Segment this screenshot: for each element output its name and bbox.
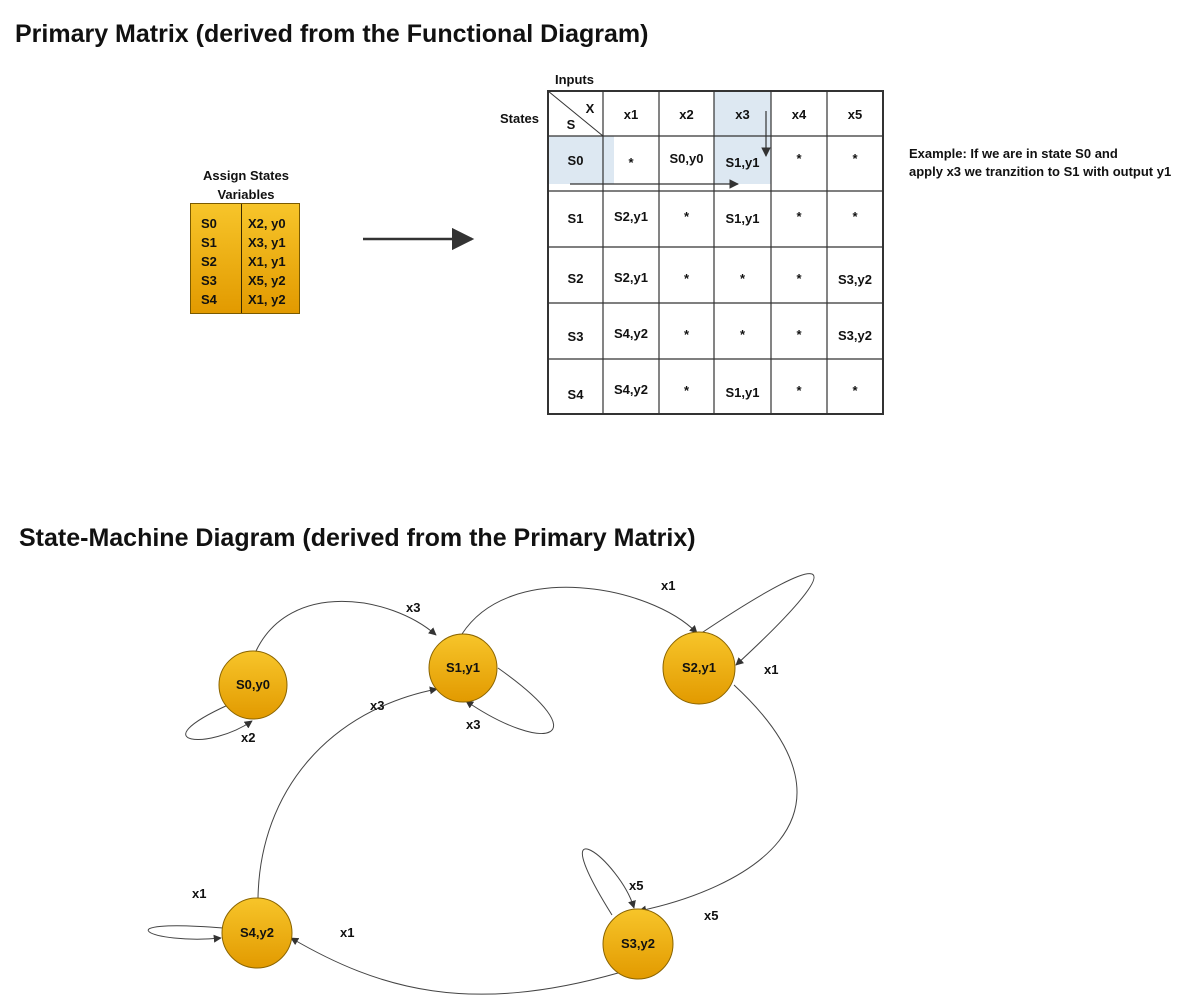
- assign-state: S1: [201, 235, 217, 250]
- edge-s2-self: [699, 573, 815, 666]
- assign-state: S2: [201, 254, 217, 269]
- matrix-cell: *: [683, 271, 690, 286]
- edge-label-s1-self: x3: [466, 717, 481, 732]
- edge-s3-s4: [290, 937, 619, 995]
- assign-divider: [241, 204, 242, 313]
- corner-x: X: [585, 101, 595, 116]
- edge-label-s3-self: x5: [629, 878, 644, 893]
- matrix-cell: *: [796, 327, 802, 342]
- assign-states-table: S0 X2, y0 S1 X3, y1 S2 X1, y1 S3 X5, y2 …: [190, 203, 300, 314]
- edge-s3-self: [581, 848, 636, 916]
- row-state: S3: [567, 329, 584, 344]
- example-line1: Example: If we are in state S0 and: [909, 146, 1118, 161]
- matrix-cell: S4,y2: [614, 382, 648, 397]
- states-label: States: [500, 111, 540, 126]
- assign-row: S3 X5, y2: [191, 273, 301, 292]
- assign-value: X5, y2: [248, 273, 286, 288]
- assign-row: S2 X1, y1: [191, 254, 301, 273]
- assign-title-line1: Assign States: [203, 168, 289, 183]
- matrix-cell: *: [852, 383, 858, 398]
- edge-s2-s3: [638, 684, 798, 914]
- col-header: x2: [679, 107, 694, 122]
- matrix-cell: *: [852, 209, 858, 224]
- matrix-cell: S2,y1: [614, 270, 648, 285]
- matrix-cell: *: [852, 151, 858, 166]
- row-state: S4: [567, 387, 584, 402]
- assign-states-title: Assign States Variables: [186, 166, 306, 204]
- edge-label-s0-s1: x3: [406, 600, 421, 615]
- edge-label-s1-s2: x1: [661, 578, 676, 593]
- matrix-cell: *: [796, 383, 802, 398]
- highlight-x3: [714, 91, 771, 184]
- matrix-cell: S1,y1: [725, 385, 760, 400]
- primary-matrix-title: Primary Matrix (derived from the Functio…: [15, 20, 649, 48]
- edge-s1-self: [465, 667, 554, 734]
- example-line2: apply x3 we tranzition to S1 with output…: [909, 164, 1172, 179]
- assign-state: S0: [201, 216, 217, 231]
- matrix-cell: S1,y1: [725, 155, 760, 170]
- col-header: x1: [623, 107, 639, 122]
- inputs-label: Inputs: [555, 72, 594, 87]
- node-label-s2: S2,y1: [682, 660, 716, 675]
- row-state: S1: [567, 211, 584, 226]
- node-s0: [218, 650, 288, 720]
- edge-label-s2-self: x1: [764, 662, 779, 677]
- matrix-cell: *: [796, 209, 802, 224]
- edge-s0-s1: [255, 600, 437, 652]
- edge-s4-s1: [257, 686, 438, 899]
- state-nodes: [218, 631, 736, 980]
- state-machine-title: State-Machine Diagram (derived from the …: [19, 524, 696, 552]
- matrix-cell: *: [628, 155, 634, 170]
- matrix-cell: *: [796, 151, 802, 166]
- node-s1: [428, 633, 498, 703]
- node-label-s1: S1,y1: [446, 660, 480, 675]
- assign-value: X2, y0: [248, 216, 286, 231]
- row-state: S2: [567, 271, 584, 286]
- node-s4: [221, 897, 293, 969]
- matrix-cell: *: [683, 327, 690, 342]
- row-state: S0: [567, 153, 584, 168]
- assign-value: X1, y2: [248, 292, 286, 307]
- corner-s: S: [566, 117, 576, 132]
- edge-s4-self: [147, 925, 224, 943]
- col-header: x3: [735, 107, 750, 122]
- assign-value: X3, y1: [248, 235, 286, 250]
- node-s2: [662, 631, 736, 705]
- edge-label-s2-s3: x5: [704, 908, 719, 923]
- col-header: x4: [791, 107, 807, 122]
- matrix-cell: *: [683, 209, 690, 224]
- assign-row: S4 X1, y2: [191, 292, 301, 311]
- matrix-cell: S4,y2: [614, 326, 648, 341]
- node-label-s0: S0,y0: [236, 677, 270, 692]
- assign-state: S4: [201, 292, 217, 307]
- matrix-grid: [547, 90, 884, 415]
- matrix-cell: S1,y1: [725, 211, 760, 226]
- edge-label-s3-s4: x1: [340, 925, 355, 940]
- edge-label-s4-self: x1: [192, 886, 207, 901]
- matrix-cell: S3,y2: [838, 328, 872, 343]
- assign-state: S3: [201, 273, 217, 288]
- edge-label-s4-s1: x3: [370, 698, 385, 713]
- state-edges: [147, 573, 815, 995]
- assign-row: S0 X2, y0: [191, 216, 301, 235]
- matrix-cell: *: [683, 383, 690, 398]
- matrix-cell: S0,y0: [669, 151, 704, 166]
- node-s3: [602, 908, 674, 980]
- edge-s1-s2: [461, 586, 698, 635]
- col-header: x5: [847, 107, 863, 122]
- matrix-cell: *: [739, 271, 746, 286]
- edge-s0-self: [185, 704, 253, 740]
- assign-value: X1, y1: [248, 254, 286, 269]
- assign-title-line2: Variables: [217, 187, 275, 202]
- node-label-s4: S4,y2: [240, 925, 274, 940]
- matrix-cell: *: [739, 327, 746, 342]
- matrix-cell: S3,y2: [838, 272, 872, 287]
- node-label-s3: S3,y2: [621, 936, 655, 951]
- edge-label-s0-self: x2: [241, 730, 256, 745]
- matrix-cell: S2,y1: [614, 209, 648, 224]
- assign-row: S1 X3, y1: [191, 235, 301, 254]
- matrix-cell: *: [796, 271, 802, 286]
- example-note: Example: If we are in state S0 and apply…: [909, 145, 1171, 181]
